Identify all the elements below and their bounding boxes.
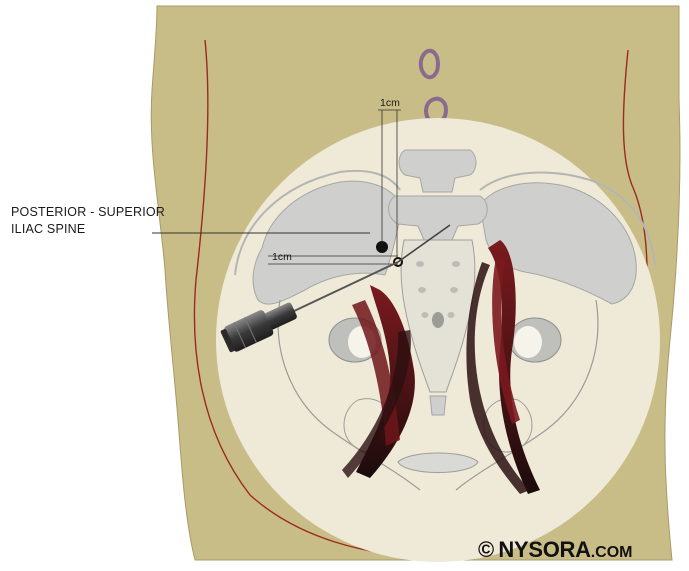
pubic-symphysis [398,453,478,473]
credit-suffix: .COM [591,544,633,561]
psis-label: POSTERIOR - SUPERIOR ILIAC SPINE [11,204,165,238]
copyright-symbol: © [478,537,494,562]
right-hip-joint [509,318,561,362]
psis-label-line2: ILIAC SPINE [11,221,165,238]
psis-label-line1: POSTERIOR - SUPERIOR [11,204,165,221]
distance-label-top: 1cm [380,97,400,109]
credit-brand: NYSORA [498,537,590,562]
psis-landmark-dot [376,241,388,253]
copyright-credit: © NYSORA.COM [478,537,632,563]
distance-label-mid: 1cm [272,251,292,263]
coccyx [430,396,446,415]
